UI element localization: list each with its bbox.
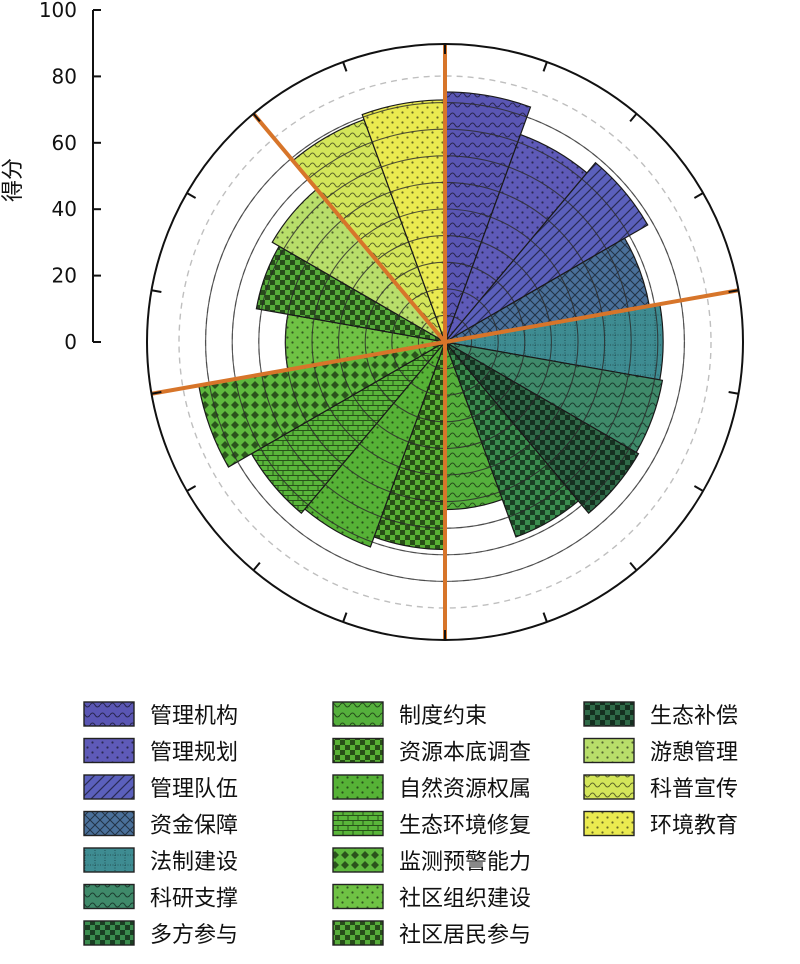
y-tick-label: 80 (52, 64, 77, 88)
legend-label: 资金保障 (150, 814, 238, 839)
legend-label: 环境教育 (650, 814, 738, 839)
angular-tick (252, 561, 261, 571)
y-tick-label: 20 (52, 264, 77, 288)
angular-tick (542, 61, 548, 72)
legend-label: 法制建设 (150, 850, 238, 875)
legend-swatch (332, 810, 384, 837)
angular-tick (186, 192, 197, 199)
legend-label: 生态补偿 (650, 704, 738, 729)
y-tick-label: 60 (52, 131, 77, 155)
legend-swatch (332, 883, 384, 910)
angular-tick (151, 391, 162, 395)
y-axis: 0 20 40 60 80 100 (39, 0, 101, 354)
outer-frame (146, 43, 744, 641)
legend-swatch (83, 774, 135, 800)
angular-tick (252, 113, 261, 123)
legend-label: 制度约束 (399, 704, 487, 729)
legend-swatch (332, 920, 384, 946)
bar-管理队伍 (444, 161, 649, 343)
angular-tick (728, 391, 739, 395)
legend-label: 生态环境修复 (399, 814, 531, 839)
legend-swatch (583, 737, 635, 764)
legend-label: 游憩管理 (650, 741, 738, 766)
legend-label: 社区组织建设 (399, 887, 531, 912)
group-dividers (151, 44, 739, 640)
legend-label: 多方参与 (150, 923, 238, 948)
y-tick-label: 100 (39, 0, 77, 22)
group-divider (151, 340, 446, 396)
angular-tick (693, 485, 704, 492)
grid-ring (178, 75, 712, 609)
y-tick-label: 0 (64, 330, 77, 354)
bars (198, 91, 664, 551)
angular-tick (186, 485, 197, 492)
y-axis-label: 得分 (1, 158, 26, 202)
legend-label: 监测预警能力 (399, 850, 531, 875)
angular-tick (728, 289, 739, 293)
group-divider (251, 112, 447, 344)
legend-swatch (83, 920, 135, 946)
bar-多方参与 (444, 341, 580, 538)
angular-tick (342, 61, 348, 72)
group-divider (444, 288, 739, 344)
angular-tick (542, 612, 548, 623)
legend-label: 社区居民参与 (399, 923, 531, 948)
legend-label: 管理规划 (150, 741, 238, 766)
legend-label: 科普宣传 (650, 777, 738, 802)
legend-label: 管理队伍 (150, 777, 238, 802)
legend-swatch (332, 774, 384, 800)
legend-swatch (83, 810, 135, 837)
legend-swatch (83, 737, 135, 764)
legend-label: 管理机构 (150, 704, 238, 729)
legend-label: 自然资源权属 (399, 777, 531, 802)
angular-tick (629, 113, 638, 123)
bar-生态补偿 (444, 341, 640, 515)
legend-swatch (332, 847, 384, 873)
legend-swatch (83, 847, 135, 873)
legend-swatch (83, 883, 135, 910)
legend-swatch (583, 701, 635, 727)
legend-swatch (583, 774, 635, 800)
legend-swatch (332, 701, 384, 727)
angular-tick (151, 289, 162, 293)
legend-swatch (83, 701, 135, 727)
legend-swatch (332, 737, 384, 764)
legend-swatch (583, 810, 635, 837)
legend-label: 科研支撑 (150, 887, 238, 912)
legend-label: 资源本底调查 (399, 741, 531, 766)
angular-tick (629, 561, 638, 571)
angular-tick (342, 612, 348, 623)
angular-tick (693, 192, 704, 199)
y-tick-label: 40 (52, 197, 77, 221)
